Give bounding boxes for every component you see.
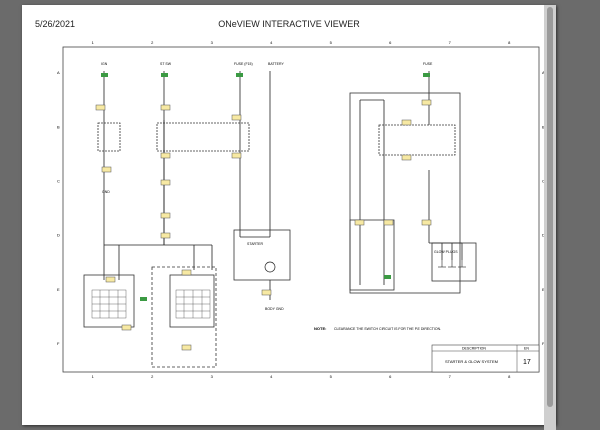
grid-row-label: E — [57, 287, 60, 292]
grid-row-label: A — [57, 70, 60, 75]
grid-col-label: 3 — [211, 40, 214, 45]
grid-col-label: 8 — [508, 40, 511, 45]
grid-row-label: B — [542, 124, 545, 129]
title-block-page: 17 — [523, 359, 531, 366]
grid-col-label: 6 — [389, 40, 392, 45]
scrollbar-thumb[interactable] — [547, 7, 553, 407]
starter-label: STARTER — [247, 242, 263, 246]
supply-label-ign: IGN — [101, 62, 108, 66]
connector-tags — [95, 99, 432, 351]
grid-row-label: C — [57, 178, 60, 183]
title-block: DESCRIPTION EN STARTER & GLOW SYSTEM 17 — [431, 344, 540, 373]
grid-col-label: 5 — [330, 374, 333, 379]
note-label: NOTE: — [314, 326, 326, 331]
relays — [83, 92, 477, 368]
grid-col-label: 2 — [151, 40, 154, 45]
grid-col-label: 7 — [449, 374, 452, 379]
supply-label-st: ST SW — [160, 62, 172, 66]
wiring-diagram[interactable]: 1122334455667788AABBCCDDEEFF IGN ST SW F… — [22, 5, 556, 425]
glow-plug-label: GLOW PLUGS — [434, 250, 458, 254]
schematic-page: 5/26/2021 ONeVIEW INTERACTIVE VIEWER 1 1 2… — [22, 5, 556, 430]
grid-col-label: 4 — [270, 374, 273, 379]
title-block-name: STARTER & GLOW SYSTEM — [445, 359, 498, 364]
grid-row-label: D — [57, 233, 60, 238]
supply-label-fuse2: FUSE — [423, 62, 433, 66]
grid-row-label: F — [57, 341, 60, 346]
note-text: CLEARANCE THE SWITCH CIRCUIT IS FOR THE … — [334, 327, 441, 331]
fuse-box-grid — [91, 289, 211, 319]
grid-row-label: F — [542, 341, 545, 346]
grid-col-label: 3 — [211, 374, 214, 379]
grid-col-label: 7 — [449, 40, 452, 45]
print-date: 5/26/2021 — [35, 19, 76, 29]
grid-col-label: 4 — [270, 40, 273, 45]
grid-col-label: 1 — [92, 374, 95, 379]
title-block-heading: DESCRIPTION — [462, 347, 486, 351]
grid-row-label: E — [542, 287, 545, 292]
vertical-scrollbar[interactable] — [544, 5, 556, 430]
grid-col-label: 2 — [151, 374, 154, 379]
supply-label-fuse: FUSE (F15) — [234, 62, 253, 66]
title-block-rev: EN — [524, 347, 529, 351]
grid-row-label: C — [542, 178, 545, 183]
grid-row-label: B — [57, 124, 60, 129]
grid-labels: 1122334455667788AABBCCDDEEFF — [57, 40, 545, 379]
wires — [103, 71, 463, 300]
grid-col-label: 1 — [92, 40, 95, 45]
body-gnd-label: BODY GND — [265, 307, 284, 311]
grid-row-label: D — [542, 233, 545, 238]
starter-motor-icon — [264, 261, 276, 273]
grid-col-label: 8 — [508, 374, 511, 379]
supply-label-battery: BATTERY — [268, 62, 284, 66]
grid-row-label: A — [542, 70, 545, 75]
wire-color-tags — [101, 73, 430, 301]
grid-col-label: 5 — [330, 40, 333, 45]
grid-col-label: 6 — [389, 374, 392, 379]
viewer-title: ONeVIEW INTERACTIVE VIEWER — [218, 19, 360, 29]
diagram-frame — [62, 46, 540, 373]
gnd-label: GND — [102, 190, 110, 194]
glow-plug-grounds — [438, 260, 466, 268]
